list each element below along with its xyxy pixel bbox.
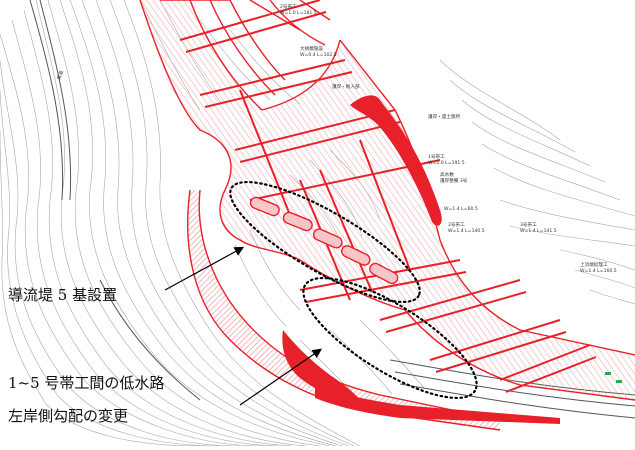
plan-label: W=2.0 L=191.5	[428, 160, 465, 166]
low-water-channel-label: 1~5 号帯工間の低水路	[8, 374, 165, 392]
plan-label: 2号帯工	[448, 221, 465, 228]
plan-label: 2号帯工	[280, 3, 297, 10]
plan-label: W=0.4 L=102.5	[300, 52, 337, 58]
plan-text-labels: 2号帯工 W=1.0 L=181.5 護岸・根入部 大規模施設 W=0.4 L=…	[55, 3, 616, 274]
plan-label: W=1.4 L=160.5	[580, 268, 617, 274]
red-fill-areas	[282, 95, 560, 424]
guide-levee-label: 導流堤 5 基設置	[8, 286, 118, 304]
plan-label: W=1.0 L=181.5	[280, 10, 317, 16]
plan-label: 3号帯工	[520, 221, 537, 228]
guide-levees	[249, 196, 399, 285]
plan-label: 護岸・盛土箇所	[428, 113, 461, 120]
callout-arrows	[164, 246, 322, 406]
river-channel	[140, 0, 635, 430]
plan-label: 1号帯工	[428, 153, 445, 160]
plan-label: W=1.4 L=60.5	[444, 206, 478, 212]
road-lines	[29, 0, 635, 419]
highlight-ellipses	[229, 180, 478, 400]
plan-label: 護岸・根入部	[332, 83, 360, 90]
plan-label: W=1.4 L=141.5	[520, 228, 557, 234]
plan-label: W=1.4 L=140.5	[448, 228, 485, 234]
plan-label: 上流端処理工	[580, 261, 608, 268]
green-markers	[605, 372, 622, 383]
plan-label: 県道	[55, 69, 65, 80]
left-bank-slope-label: 左岸側勾配の変更	[8, 407, 129, 425]
plan-label: 護岸整備 3号	[440, 177, 468, 184]
plan-label: 大規模施設	[300, 45, 323, 52]
plan-label: 高水敷	[440, 171, 454, 178]
